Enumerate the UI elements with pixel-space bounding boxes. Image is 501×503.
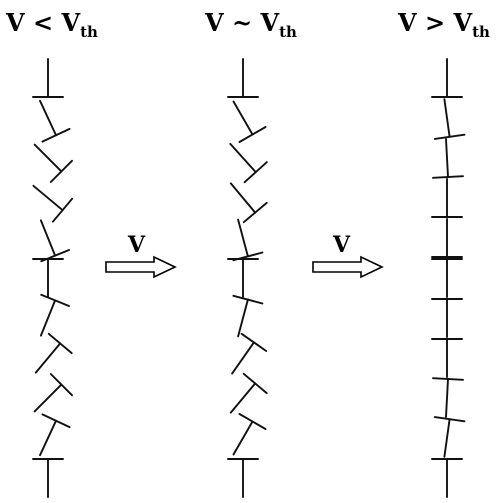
molecule-bar — [433, 133, 466, 140]
molecule-stem — [39, 219, 57, 257]
molecule-stem — [39, 299, 57, 337]
lc-molecule — [39, 219, 70, 263]
molecule-stem — [229, 142, 257, 174]
voltage-arrow-2-label: V — [332, 232, 351, 258]
molecule-stem — [33, 383, 63, 413]
lc-molecule — [33, 373, 73, 413]
voltage-arrow-1-label: V — [127, 232, 146, 258]
lc-molecule — [431, 218, 463, 258]
molecule-bar — [51, 197, 74, 223]
lc-molecule — [232, 218, 264, 262]
lc-molecule — [39, 413, 71, 457]
lc-molecule — [32, 458, 64, 498]
molecule-bar — [238, 413, 267, 430]
molecule-stem — [39, 99, 57, 137]
lc-molecule — [231, 332, 268, 375]
lc-molecule — [433, 98, 466, 140]
molecule-stem — [237, 298, 249, 338]
molecule-bar — [49, 373, 73, 397]
molecule-bar — [432, 175, 464, 179]
molecule-bar — [41, 127, 71, 143]
lc-molecule — [232, 413, 267, 456]
header-near-threshold: V ~ Vth — [204, 8, 297, 41]
lc-molecule — [32, 184, 74, 223]
lc-molecule — [232, 100, 267, 143]
lc-molecule — [32, 58, 64, 98]
lc-molecule — [433, 416, 466, 458]
molecule-stem — [231, 341, 255, 375]
lc-molecule — [432, 377, 464, 418]
molecule-bar — [40, 293, 70, 307]
lc-molecule — [39, 293, 70, 337]
molecule-stem — [33, 143, 63, 173]
molecule-bar — [49, 159, 73, 183]
lc-molecule — [432, 138, 464, 179]
lc-molecule — [227, 258, 259, 298]
voltage-arrow-1: V — [105, 232, 177, 279]
lc-molecule — [232, 294, 264, 338]
header-below-threshold: V < Vth — [5, 8, 98, 41]
molecule-stem — [445, 138, 449, 178]
lc-molecule — [39, 99, 71, 143]
lc-molecule — [431, 338, 463, 378]
molecule-stem — [229, 382, 257, 414]
arrow-2-shape — [312, 255, 384, 279]
lc-molecule — [32, 258, 64, 298]
molecule-bar — [238, 126, 267, 143]
lc-molecule — [33, 143, 73, 183]
molecule-bar — [240, 332, 268, 352]
arrow-1-shape — [105, 255, 177, 279]
molecule-bar — [47, 332, 73, 355]
lc-molecule — [229, 372, 268, 414]
lc-molecule — [431, 58, 463, 98]
molecule-stem — [443, 418, 451, 458]
molecule-bar — [433, 416, 466, 423]
molecule-stem — [237, 218, 249, 258]
lc-molecule — [431, 178, 463, 218]
molecule-bar — [243, 161, 268, 184]
molecule-column-below-threshold — [32, 58, 74, 498]
molecule-bar — [432, 377, 464, 381]
molecule-stem — [443, 98, 451, 138]
molecule-bar — [242, 372, 268, 395]
lc-molecule — [229, 182, 268, 224]
lc-molecule — [229, 142, 268, 184]
header-above-threshold: V > Vth — [397, 8, 490, 41]
molecule-stem — [232, 100, 254, 136]
molecule-stem — [229, 182, 257, 214]
molecule-bar — [232, 294, 264, 305]
voltage-arrow-2: V — [312, 232, 384, 279]
molecule-bar — [242, 201, 268, 224]
molecule-column-near-threshold — [227, 58, 268, 498]
lc-molecule — [227, 58, 259, 98]
lc-molecule — [431, 458, 463, 498]
molecule-stem — [39, 419, 57, 457]
lc-molecule — [227, 458, 259, 498]
molecule-stem — [32, 184, 64, 212]
molecule-stem — [445, 378, 449, 418]
molecule-bar — [41, 413, 71, 429]
lc-molecule — [431, 258, 463, 298]
lc-molecule — [34, 332, 73, 374]
molecule-stem — [232, 420, 254, 456]
lc-molecule — [431, 298, 463, 338]
molecule-stem — [34, 342, 62, 374]
molecule-column-above-threshold — [431, 58, 466, 498]
